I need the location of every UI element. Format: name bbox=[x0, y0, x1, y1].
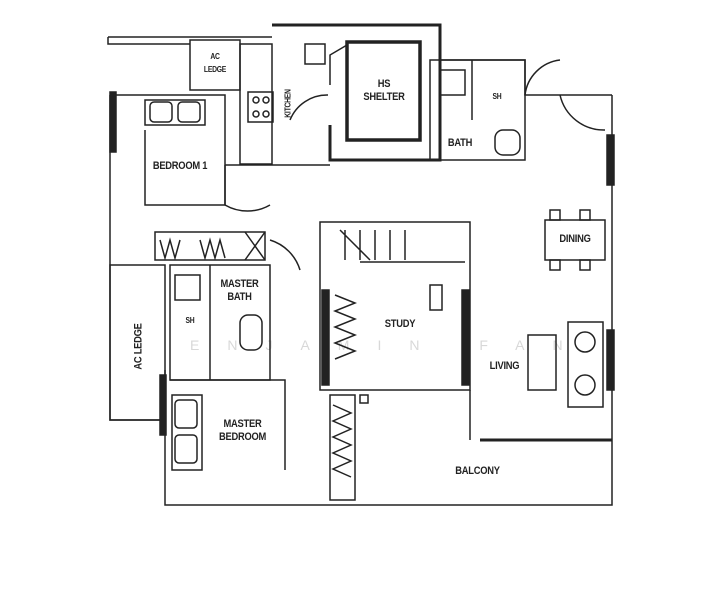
bedroom-1 bbox=[109, 91, 271, 212]
master-bedroom bbox=[170, 379, 286, 471]
bath-sh-label: SH bbox=[492, 92, 502, 101]
bedroom-1-label: BEDROOM 1 bbox=[152, 160, 208, 172]
living-dining bbox=[469, 134, 615, 442]
living-label: LIVING bbox=[489, 360, 520, 372]
bath-label: BATH bbox=[447, 137, 473, 149]
study-label: STUDY bbox=[384, 318, 416, 330]
wardrobe-bedroom1 bbox=[154, 231, 301, 271]
dining-label: DINING bbox=[559, 233, 591, 245]
ac-ledge-left-label: AC LEDGE bbox=[132, 323, 145, 370]
kitchen bbox=[225, 43, 330, 166]
kitchen-label: KITCHEN bbox=[283, 89, 293, 118]
bath bbox=[429, 59, 606, 161]
ac-ledge-top-label: AC LEDGE bbox=[203, 52, 227, 74]
ac-ledge-left bbox=[109, 264, 167, 436]
master-bath-sh-label: SH bbox=[185, 316, 195, 325]
master-bedroom-label: MASTER BEDROOM bbox=[218, 418, 267, 443]
hs-shelter-label: HS SHELTER bbox=[363, 78, 405, 103]
study bbox=[319, 221, 471, 501]
balcony-label: BALCONY bbox=[455, 465, 500, 477]
master-bath-label: MASTER BATH bbox=[220, 278, 259, 303]
